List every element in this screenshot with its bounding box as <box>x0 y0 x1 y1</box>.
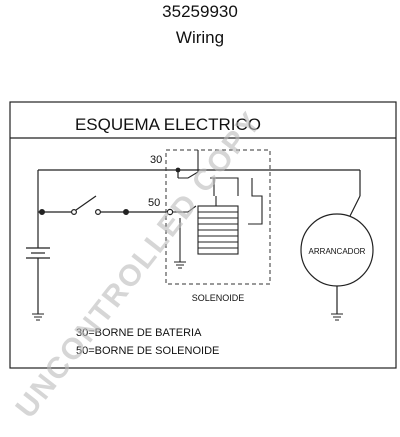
diagram-title: ESQUEMA ELECTRICO <box>75 115 261 134</box>
watermark-text: UNCONTROLLED COPY <box>10 105 269 424</box>
ignition-switch <box>38 195 168 216</box>
part-number: 35259930 <box>162 2 238 21</box>
solenoid-label: SOLENOIDE <box>192 293 245 303</box>
starter-ground-icon <box>331 313 343 321</box>
solenoid-box <box>165 149 271 285</box>
diagram-frame <box>9 101 397 369</box>
solenoid-ground-icon <box>174 261 186 269</box>
solenoid-coil-icon <box>197 196 239 255</box>
wire-30 <box>38 169 179 178</box>
terminal-30-label: 30 <box>150 154 162 166</box>
junction-dot <box>175 167 181 173</box>
legend-line-50: 50=BORNE DE SOLENOIDE <box>76 345 219 357</box>
legend-line-30: 30=BORNE DE BATERIA <box>76 327 202 339</box>
starter-label: ARRANCADOR <box>309 247 366 256</box>
diagram-subtitle: Wiring <box>175 28 225 47</box>
battery-symbol <box>26 170 50 314</box>
starter-lead <box>349 195 361 217</box>
solenoid-internal-wiring <box>172 150 263 262</box>
ground-icon <box>32 313 44 321</box>
terminal-50-label: 50 <box>148 197 160 209</box>
